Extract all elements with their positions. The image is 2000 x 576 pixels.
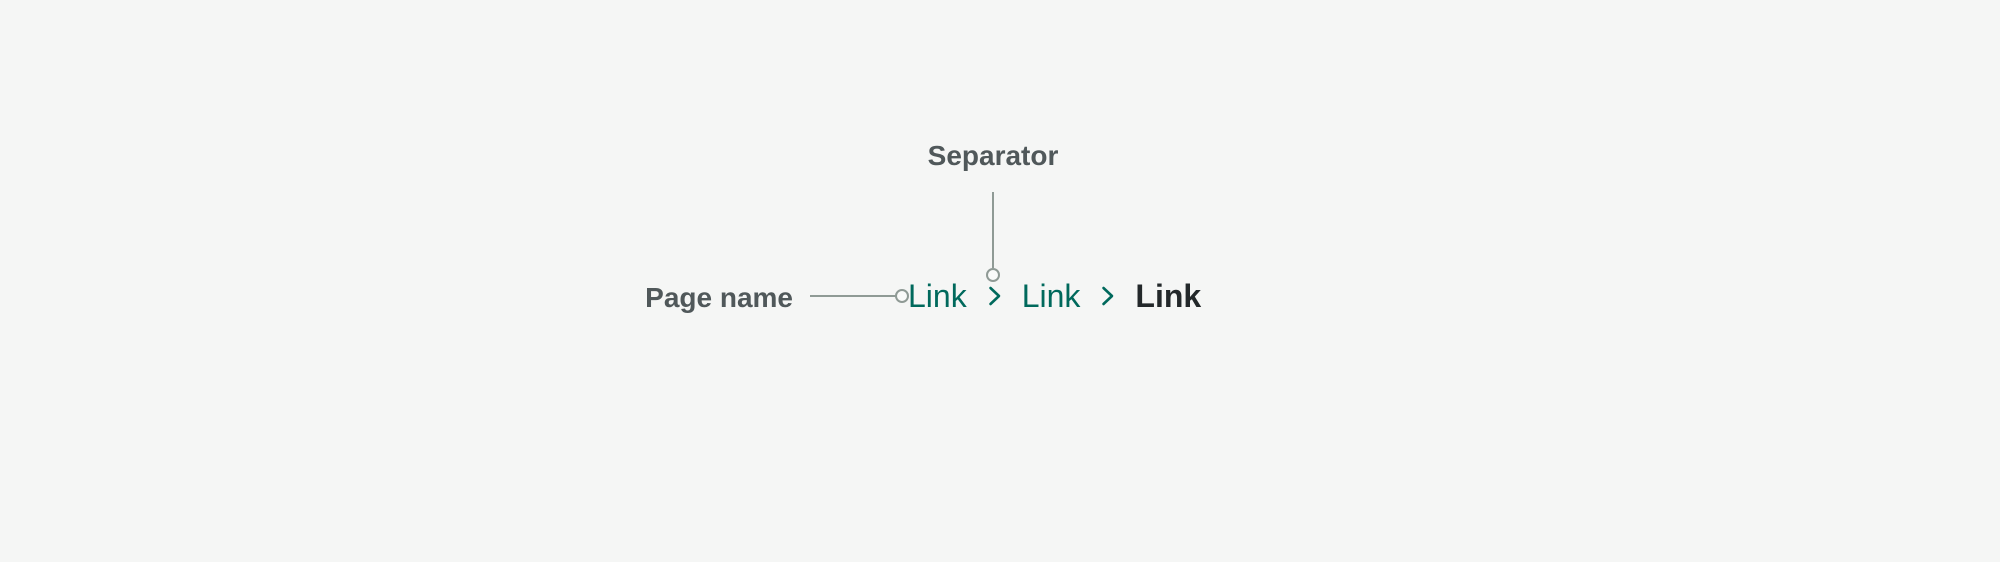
separator-leader-line <box>992 192 994 268</box>
page-name-marker-ring <box>895 289 909 303</box>
page-name-leader-line <box>810 295 896 297</box>
chevron-right-icon <box>1102 286 1114 306</box>
breadcrumb: Link Link Link <box>908 278 1201 314</box>
example-panel <box>0 0 2000 562</box>
breadcrumb-link-2[interactable]: Link <box>1021 278 1081 314</box>
separator-marker-ring <box>986 268 1000 282</box>
chevron-right-icon <box>988 286 1001 306</box>
breadcrumb-link-1[interactable]: Link <box>908 278 967 314</box>
separator-annotation-label: Separator <box>927 140 1059 171</box>
breadcrumb-current-page: Link <box>1135 278 1202 314</box>
page-name-annotation-label: Page name <box>645 282 793 313</box>
